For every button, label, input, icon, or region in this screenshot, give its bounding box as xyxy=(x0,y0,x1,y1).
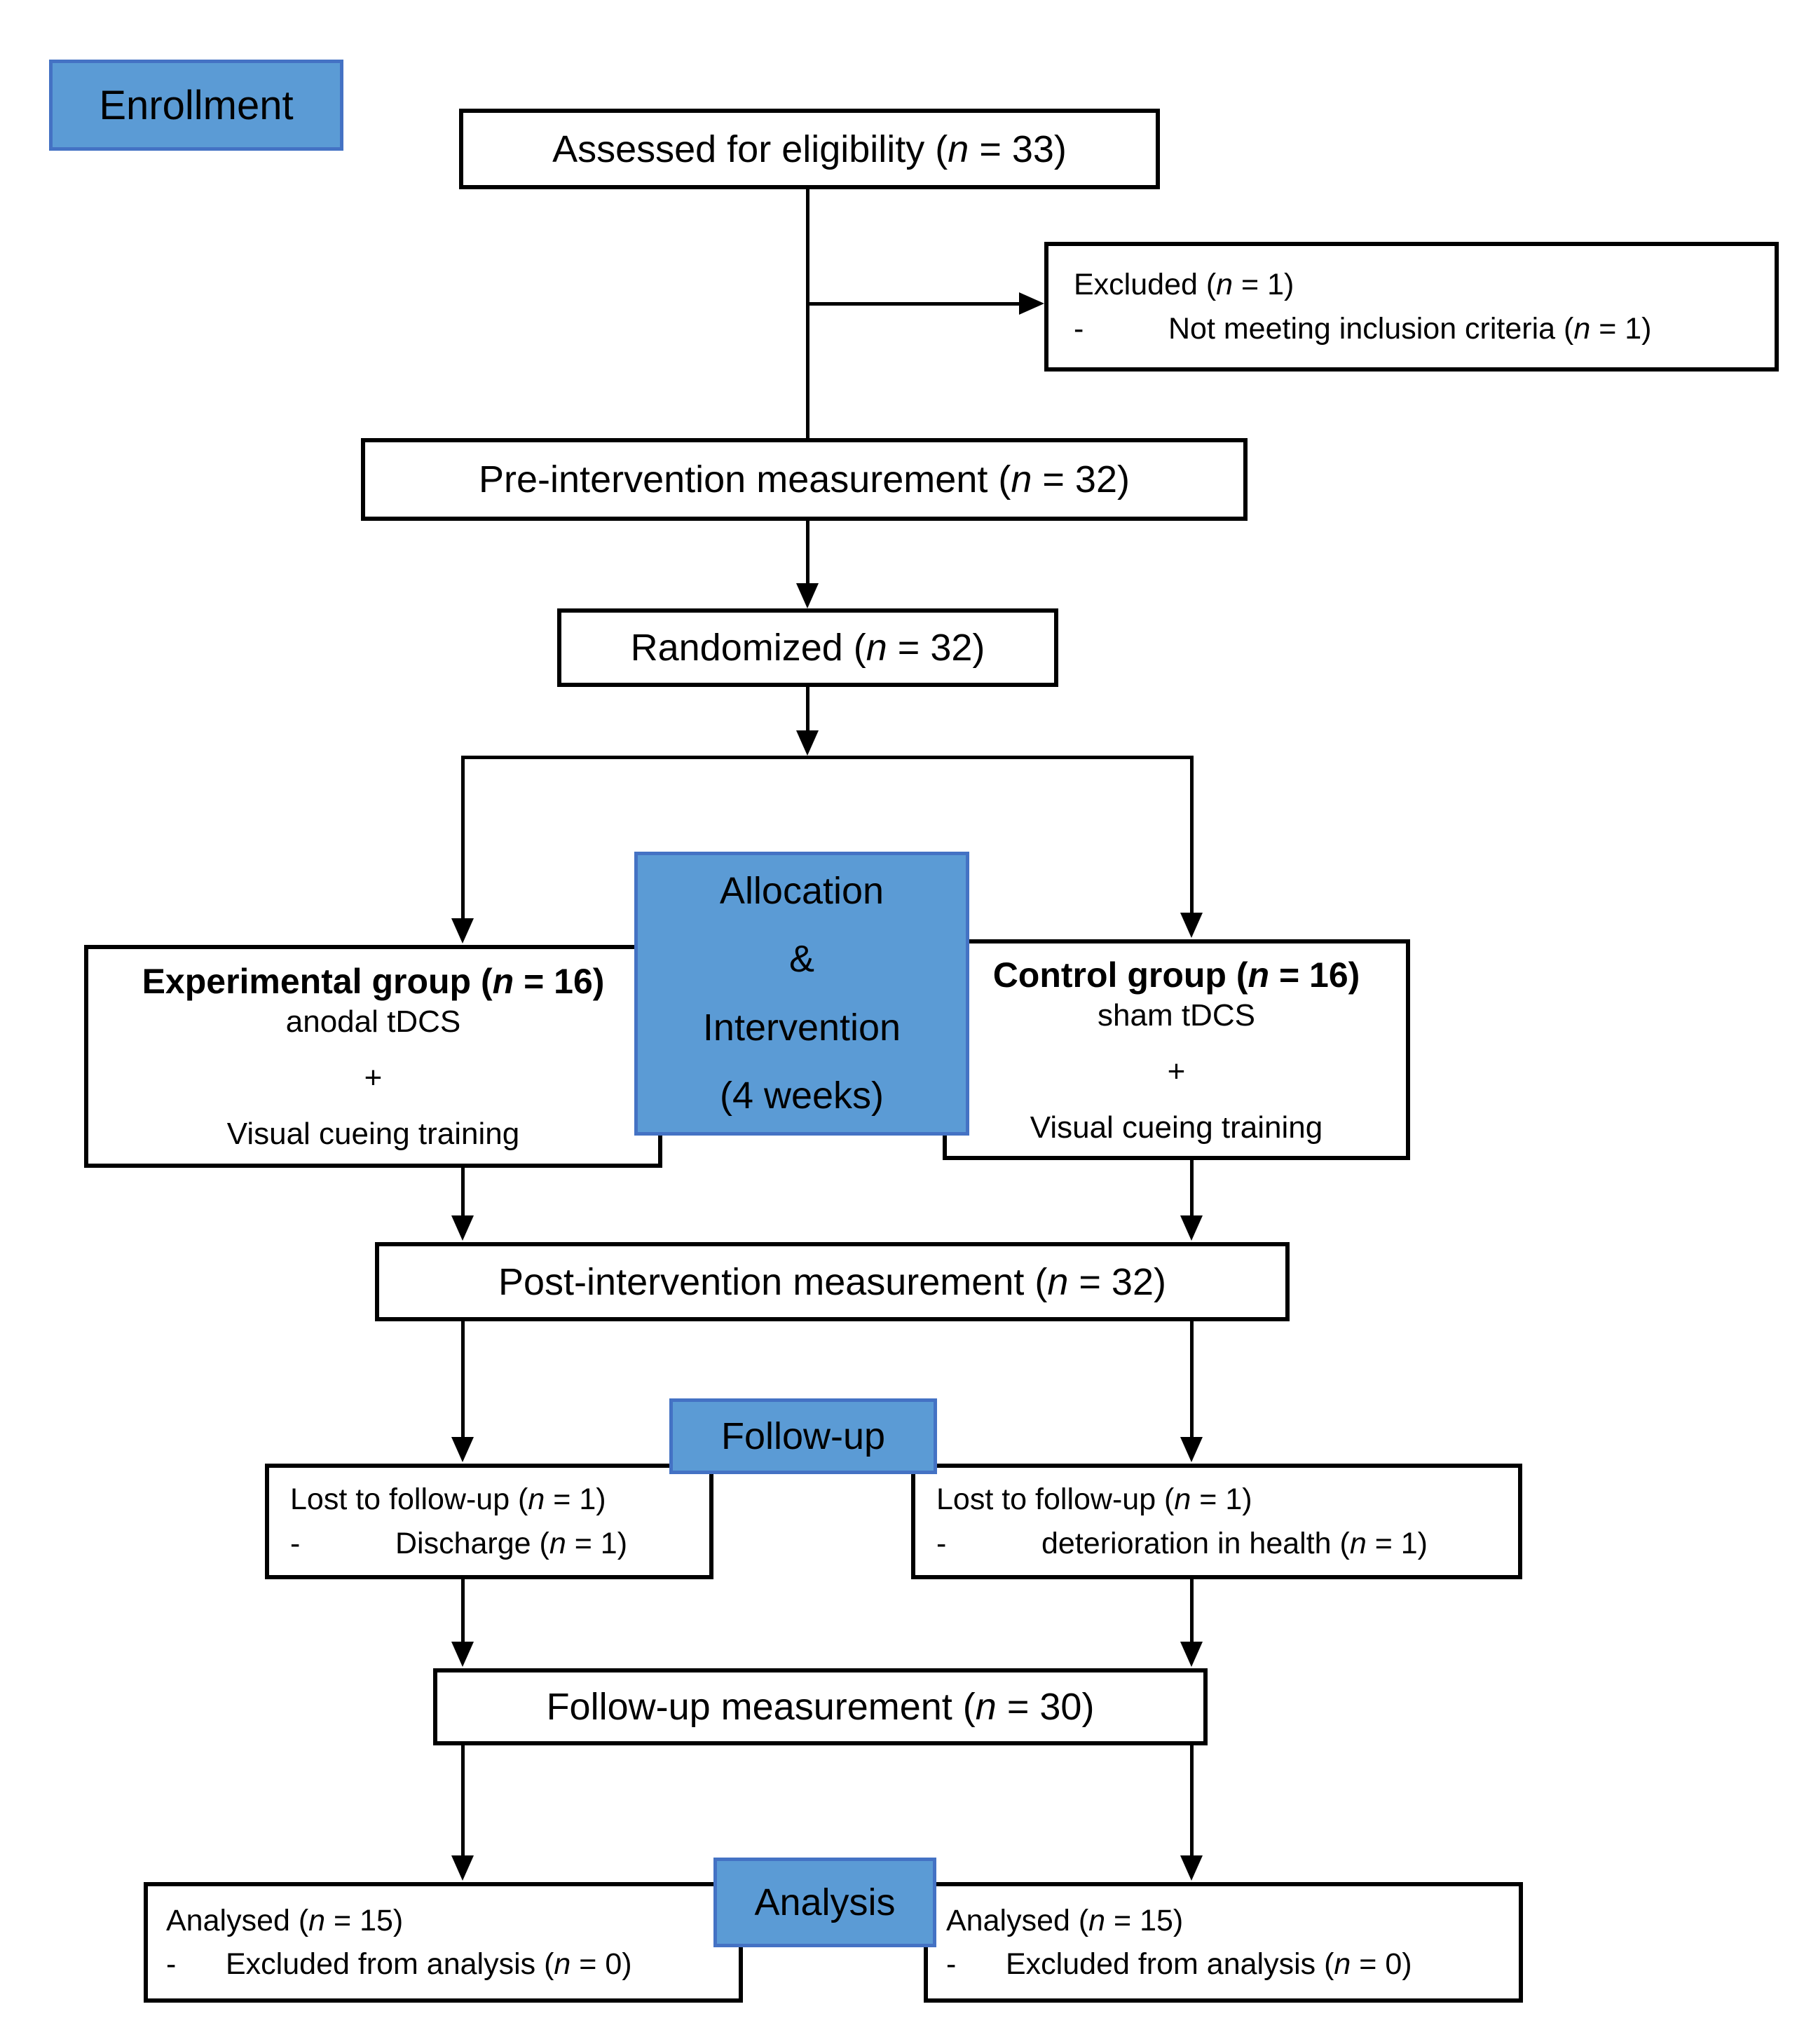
arrowhead-lost-left xyxy=(451,1437,474,1462)
arrowhead-post-right xyxy=(1180,1215,1203,1241)
arrowhead-branch xyxy=(796,730,819,756)
arrowhead-analysed-left xyxy=(451,1855,474,1881)
connector-experimental-to-post xyxy=(461,1168,465,1217)
allocation-line2: & xyxy=(788,938,815,981)
allocation-line4: (4 weeks) xyxy=(719,1074,884,1117)
box-assessed-eligibility: Assessed for eligibility (n = 33) xyxy=(459,109,1160,189)
excluded-title: Excluded (n = 1) xyxy=(1074,268,1294,302)
box-post-intervention-measurement: Post-intervention measurement (n = 32) xyxy=(375,1242,1290,1321)
arrowhead-excluded xyxy=(1019,292,1044,315)
control-title: Control group (n = 16) xyxy=(992,955,1360,995)
lost-right-title: Lost to follow-up (n = 1) xyxy=(936,1483,1252,1517)
bullet-dash: - xyxy=(936,1526,947,1560)
arrowhead-fumeas-right xyxy=(1180,1642,1203,1667)
connector-post-to-lost-left xyxy=(461,1321,465,1438)
analysed-right-reason: Excluded from analysis (n = 0) xyxy=(1006,1947,1412,1981)
enrollment-label: Enrollment xyxy=(99,82,294,128)
stage-label-enrollment: Enrollment xyxy=(49,60,343,151)
arrowhead-analysed-right xyxy=(1180,1855,1203,1881)
box-analysed-left: Analysed (n = 15) - Excluded from analys… xyxy=(144,1882,743,2003)
stage-label-follow-up: Follow-up xyxy=(669,1398,937,1474)
experimental-line3: Visual cueing training xyxy=(226,1117,520,1151)
lost-left-reason-row: - Discharge (n = 1) xyxy=(290,1522,627,1565)
bullet-dash: - xyxy=(290,1526,301,1560)
excluded-reason: Not meeting inclusion criteria (n = 1) xyxy=(1168,311,1652,346)
arrowhead-post-left xyxy=(451,1215,474,1241)
analysed-left-title: Analysed (n = 15) xyxy=(166,1903,404,1937)
connector-branch-horizontal xyxy=(461,756,1193,759)
connector-fumeas-to-analysed-right xyxy=(1190,1745,1194,1857)
experimental-plus: + xyxy=(364,1061,383,1095)
lost-left-reason: Discharge (n = 1) xyxy=(395,1526,628,1560)
box-analysed-right: Analysed (n = 15) - Excluded from analys… xyxy=(924,1882,1523,2003)
stage-label-analysis: Analysis xyxy=(713,1858,936,1947)
control-line1: sham tDCS xyxy=(1098,997,1255,1033)
analysed-left-reason: Excluded from analysis (n = 0) xyxy=(226,1947,632,1981)
connector-fumeas-to-analysed-left xyxy=(461,1745,465,1857)
randomized-label: Randomized (n = 32) xyxy=(630,627,985,669)
analysed-right-title: Analysed (n = 15) xyxy=(946,1903,1184,1937)
box-experimental-group: Experimental group (n = 16) anodal tDCS … xyxy=(84,945,662,1168)
box-excluded: Excluded (n = 1) - Not meeting inclusion… xyxy=(1044,242,1779,372)
connector-to-excluded xyxy=(807,302,1022,306)
connector-assessed-to-pre xyxy=(806,189,809,440)
lost-right-reason: deterioration in health (n = 1) xyxy=(1041,1526,1428,1560)
box-pre-intervention-measurement: Pre-intervention measurement (n = 32) xyxy=(361,438,1248,521)
connector-branch-to-experimental xyxy=(461,756,465,920)
connector-lost-right-to-fumeas xyxy=(1190,1579,1194,1643)
experimental-title: Experimental group (n = 16) xyxy=(142,962,605,1001)
control-plus: + xyxy=(1167,1054,1186,1089)
bullet-dash: - xyxy=(1074,311,1084,346)
arrowhead-experimental xyxy=(451,918,474,943)
analysed-right-reason-row: - Excluded from analysis (n = 0) xyxy=(946,1942,1412,1986)
follow-up-label: Follow-up xyxy=(720,1415,886,1457)
allocation-line1: Allocation xyxy=(719,870,884,913)
bullet-dash: - xyxy=(166,1947,177,1981)
connector-randomized-to-branch xyxy=(806,687,809,732)
analysed-left-reason-row: - Excluded from analysis (n = 0) xyxy=(166,1942,632,1986)
box-control-group: Control group (n = 16) sham tDCS + Visua… xyxy=(943,939,1410,1160)
post-measurement-label: Post-intervention measurement (n = 32) xyxy=(498,1260,1166,1303)
box-randomized: Randomized (n = 32) xyxy=(557,608,1058,687)
excluded-reason-row: - Not meeting inclusion criteria (n = 1) xyxy=(1074,307,1652,350)
control-line3: Visual cueing training xyxy=(1030,1110,1323,1145)
arrowhead-lost-right xyxy=(1180,1437,1203,1462)
analysis-label: Analysis xyxy=(754,1881,896,1923)
connector-pre-to-randomized xyxy=(806,521,809,585)
lost-right-reason-row: - deterioration in health (n = 1) xyxy=(936,1522,1428,1565)
arrowhead-randomized xyxy=(796,583,819,608)
lost-left-title: Lost to follow-up (n = 1) xyxy=(290,1483,606,1517)
allocation-line3: Intervention xyxy=(702,1006,901,1049)
connector-control-to-post xyxy=(1190,1160,1194,1217)
followup-measurement-label: Follow-up measurement (n = 30) xyxy=(546,1686,1095,1728)
pre-measurement-label: Pre-intervention measurement (n = 32) xyxy=(479,458,1130,500)
bullet-dash: - xyxy=(946,1947,957,1981)
stage-label-allocation-intervention: Allocation & Intervention (4 weeks) xyxy=(634,852,969,1136)
assessed-label: Assessed for eligibility (n = 33) xyxy=(552,128,1067,170)
connector-branch-to-control xyxy=(1190,756,1194,914)
connector-lost-left-to-fumeas xyxy=(461,1579,465,1643)
box-lost-to-followup-left: Lost to follow-up (n = 1) - Discharge (n… xyxy=(265,1464,713,1579)
arrowhead-control xyxy=(1180,913,1203,938)
connector-post-to-lost-right xyxy=(1190,1321,1194,1438)
experimental-line1: anodal tDCS xyxy=(285,1004,461,1039)
arrowhead-fumeas-left xyxy=(451,1642,474,1667)
box-lost-to-followup-right: Lost to follow-up (n = 1) - deterioratio… xyxy=(911,1464,1522,1579)
box-followup-measurement: Follow-up measurement (n = 30) xyxy=(433,1668,1208,1745)
